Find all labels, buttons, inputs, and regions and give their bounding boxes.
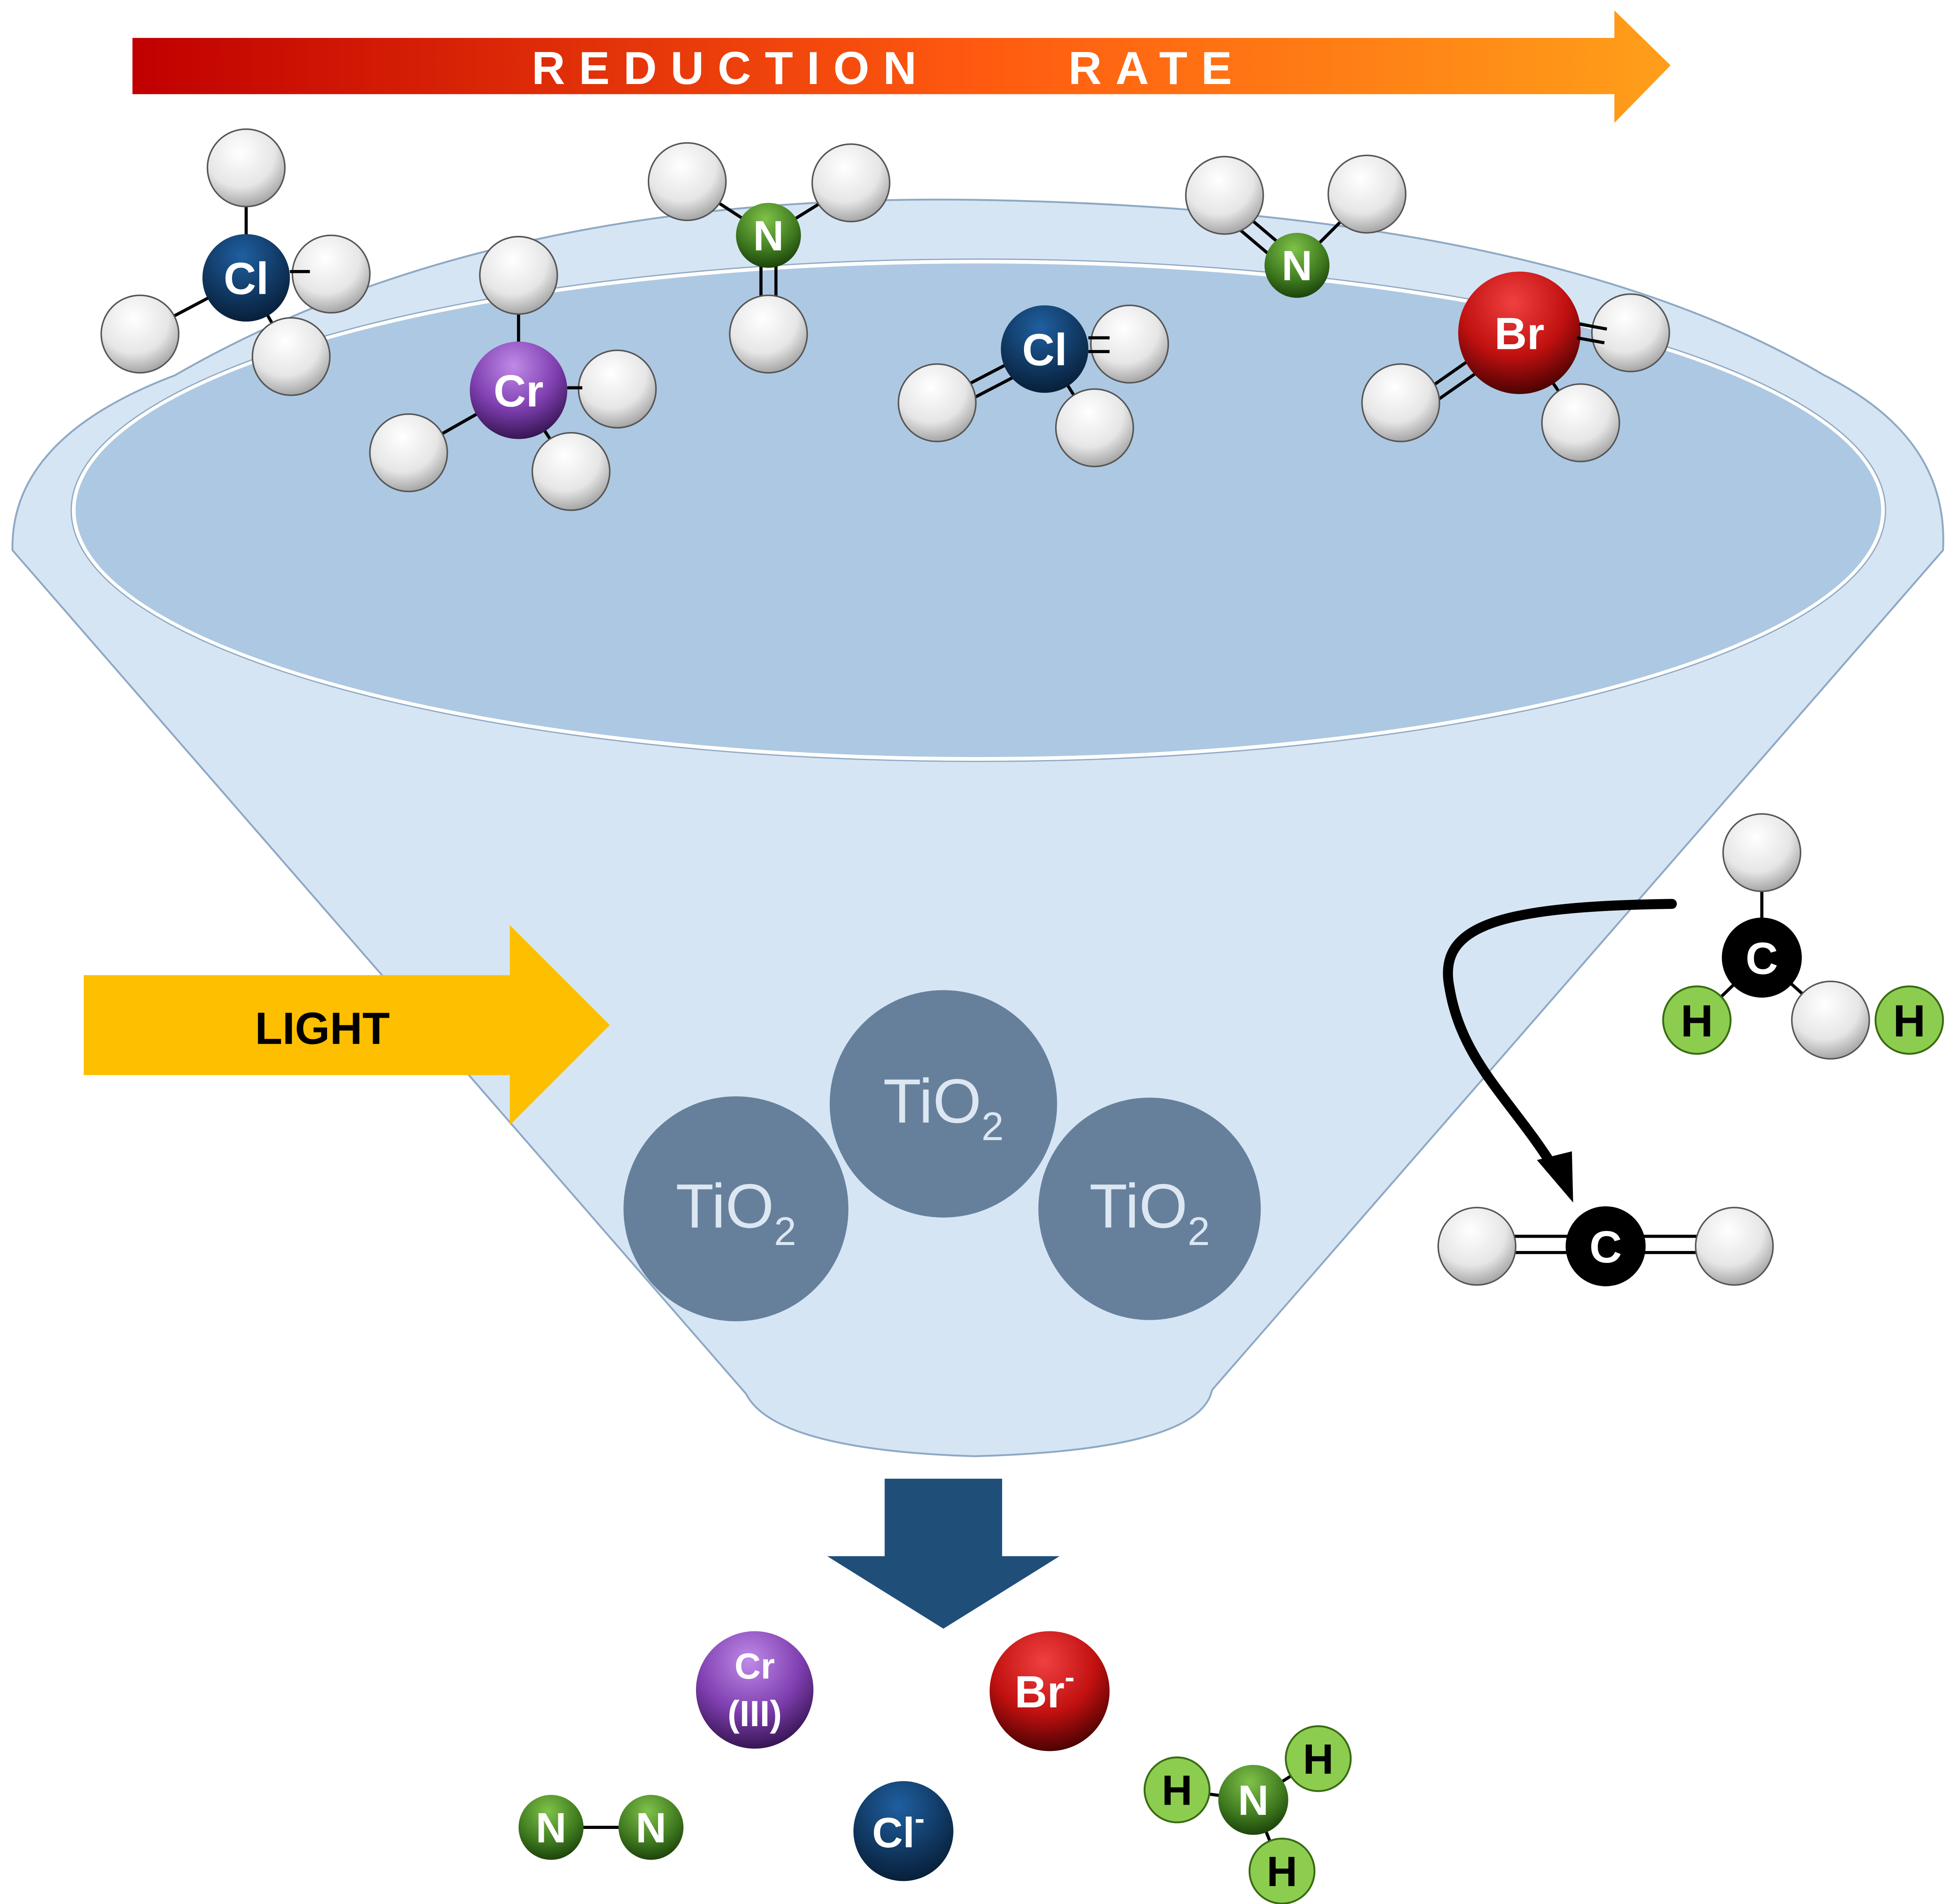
atom-label-h: H [1162, 1767, 1192, 1814]
conversion-arrowhead [1537, 1151, 1573, 1203]
conversion-arrow [1443, 899, 1677, 1174]
product-chloride-ion: Cl- [853, 1781, 954, 1881]
atom-label-cl: Cl [223, 254, 268, 304]
molecule-n-trigonal: N [647, 142, 891, 374]
light-label: LIGHT [255, 1004, 390, 1054]
product-ammonia: N H H H [1143, 1725, 1352, 1904]
svg-text:TiO2: TiO2 [676, 1171, 796, 1254]
tio2-particle: TiO2 [1038, 1097, 1261, 1320]
atom-label-h: H [1681, 996, 1713, 1046]
molecule-cl-trigonal: Cl [897, 305, 1169, 467]
atom-label-cl: Cl [1022, 325, 1067, 375]
svg-text:Cl-: Cl- [872, 1801, 925, 1857]
atom-label-h: H [1893, 996, 1926, 1046]
molecule-cr-tetrahedral: Cr [369, 235, 657, 511]
atom-label-cr: Cr [493, 366, 543, 416]
atom-label-h: H [1267, 1848, 1297, 1895]
atom-label-n: N [536, 1804, 566, 1852]
product-bromide-ion: Br- [989, 1631, 1110, 1751]
svg-text:TiO2: TiO2 [1089, 1171, 1210, 1254]
molecule-br: Br [1361, 271, 1670, 462]
product-br-label: Br [1015, 1667, 1065, 1717]
product-cr-iii: Cr (III) [696, 1631, 814, 1749]
light-arrow [84, 925, 610, 1125]
tio2-particle: TiO2 [623, 1096, 849, 1321]
atom-label-n: N [753, 212, 784, 260]
atom-label-n: N [1282, 242, 1312, 290]
product-cr-label: Cr [734, 1646, 774, 1687]
product-cr-oxidation-label: (III) [728, 1694, 782, 1734]
output-arrow [827, 1478, 1060, 1629]
atom-label-c: C [1590, 1222, 1622, 1272]
atom-label-c: C [1746, 934, 1778, 984]
atom-label-n: N [635, 1804, 666, 1852]
molecule-carbene: C [1437, 1206, 1774, 1286]
rate-label: RATE [1068, 42, 1246, 94]
atom-label-n: N [1238, 1777, 1269, 1824]
atom-label-br: Br [1494, 309, 1544, 359]
product-br-charge: - [1065, 1660, 1074, 1694]
svg-text:TiO2: TiO2 [883, 1066, 1004, 1149]
product-nitrogen-gas: N N [518, 1795, 684, 1860]
reduction-rate-arrow [132, 10, 1671, 123]
molecule-n-double: N [1185, 154, 1407, 298]
tio2-particle: TiO2 [830, 990, 1057, 1218]
molecule-methane-derivative: C H H [1662, 813, 1944, 1060]
svg-text:Br-: Br- [1015, 1660, 1075, 1717]
reduction-label: REDUCTION [532, 42, 930, 94]
atom-label-h: H [1303, 1736, 1334, 1783]
product-cl-label: Cl [872, 1809, 915, 1857]
molecule-cl-tetrahedral: Cl [100, 128, 371, 396]
product-cl-charge: - [915, 1801, 925, 1835]
